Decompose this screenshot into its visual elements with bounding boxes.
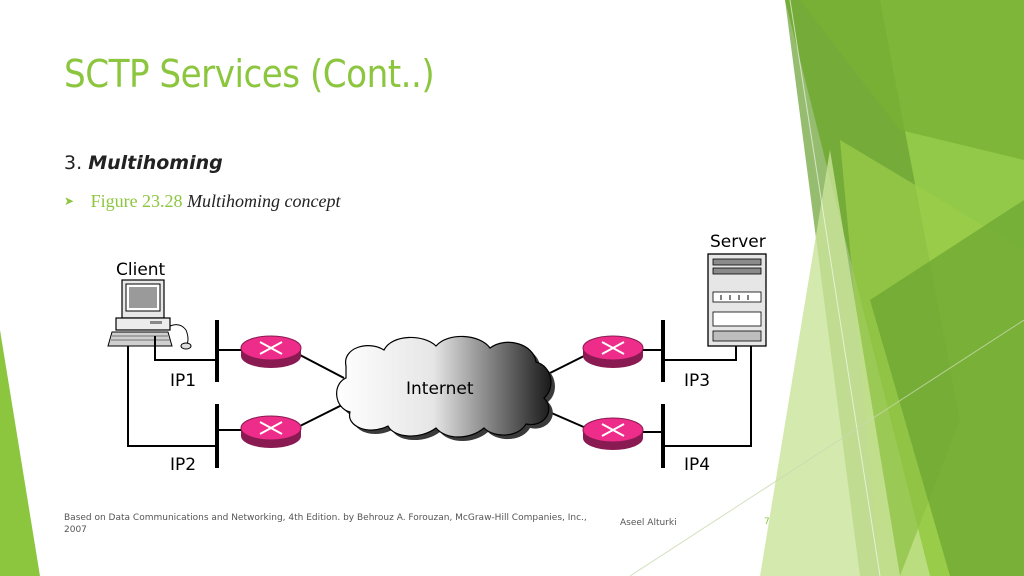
router-icon — [582, 417, 644, 451]
router-icon — [240, 415, 302, 449]
internet-cloud-icon — [336, 335, 555, 441]
page-number: 7 — [764, 517, 770, 527]
arrow-bullet-icon: ➤ — [64, 194, 75, 208]
slide-title: SCTP Services (Cont..) — [64, 52, 435, 96]
figure-reference: ➤ Figure 23.28 Multihoming concept — [64, 191, 341, 212]
ip4-label: IP4 — [684, 455, 710, 475]
router-icon — [582, 335, 644, 369]
numbered-point: 3. Multihoming — [64, 152, 223, 174]
footer-author: Aseel Alturki — [620, 518, 677, 528]
server-links — [663, 346, 752, 447]
footer-source: Based on Data Communications and Network… — [64, 513, 587, 535]
router-icon — [240, 335, 302, 369]
internet-label: Internet — [406, 379, 474, 399]
ip3-label: IP3 — [684, 371, 710, 391]
point-number: 3. — [64, 152, 83, 174]
server-label: Server — [710, 232, 766, 252]
ip1-label: IP1 — [170, 371, 196, 391]
client-links — [127, 336, 217, 447]
figure-caption: Multihoming concept — [187, 191, 341, 211]
server-icon — [707, 253, 767, 347]
point-heading: Multihoming — [88, 152, 223, 174]
figure-label: Figure 23.28 — [90, 191, 183, 211]
ip2-label: IP2 — [170, 455, 196, 475]
client-label: Client — [116, 260, 166, 280]
client-computer-icon — [107, 279, 192, 350]
